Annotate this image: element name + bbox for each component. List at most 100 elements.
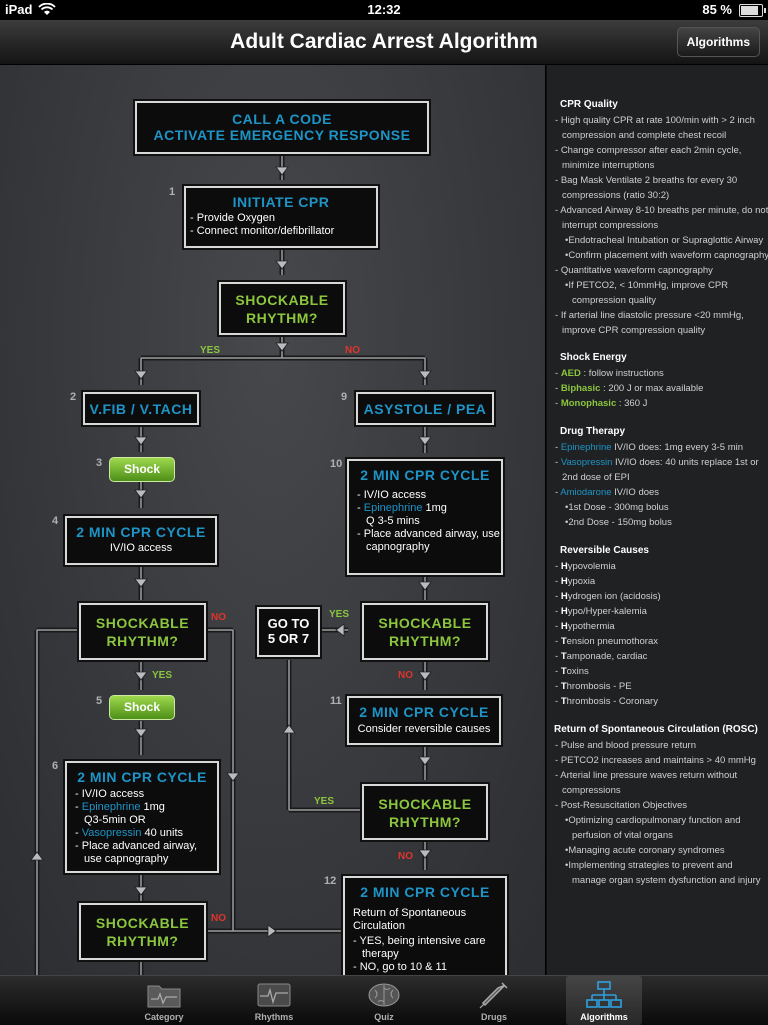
shockable-rhythm-box-5[interactable]: SHOCKABLE RHYTHM?: [79, 903, 206, 960]
reference-sidebar[interactable]: CPR Quality High quality CPR at rate 100…: [546, 65, 768, 975]
cpr-quality-subitem: Endotracheal Intubation or Supraglottic …: [553, 233, 768, 248]
cpr4-title: 2 MIN CPR CYCLE: [76, 524, 206, 540]
rosc-item: Post-Resuscitation Objectives: [553, 798, 768, 813]
cpr10-title: 2 MIN CPR CYCLE: [360, 467, 490, 483]
cause-text: hrombosis - PE: [566, 681, 632, 692]
tab-quiz-label: Quiz: [374, 1012, 394, 1022]
shock-button-5[interactable]: Shock: [109, 695, 175, 720]
cpr-cycle-box-10[interactable]: 2 MIN CPR CYCLE IV/IO access Epinephrine…: [347, 459, 503, 575]
cause-text: ypo/Hyper-kalemia: [567, 606, 647, 617]
tab-bar: Category Rhythms Quiz Drugs Algorithms: [0, 975, 768, 1025]
cpr10-epi-freq: Q 3-5 mins: [366, 515, 420, 527]
cpr12-item-yes: YES, being intensive care therapy: [353, 935, 505, 961]
aed-label: AED: [560, 368, 581, 379]
vasopressin-text: IV/IO does: 40 units replace 1st or 2nd …: [562, 457, 759, 483]
tab-quiz[interactable]: Quiz: [346, 976, 422, 1025]
asystole-pea-label: ASYSTOLE / PEA: [363, 401, 487, 417]
step-number-11: 11: [330, 695, 342, 707]
biphasic-text: : 200 J or max available: [600, 383, 704, 394]
device-name: iPad: [5, 2, 33, 17]
shock-button-3[interactable]: Shock: [109, 457, 175, 482]
shockable-line1: SHOCKABLE: [95, 915, 190, 931]
tab-algorithms-label: Algorithms: [580, 1012, 628, 1022]
step-number-5: 5: [96, 695, 103, 707]
amiodarone-dose: 2nd Dose - 150mg bolus: [553, 515, 768, 530]
call-code-box[interactable]: CALL A CODE ACTIVATE EMERGENCY RESPONSE: [135, 101, 429, 154]
drug-epinephrine: Epinephrine IV/IO does: 1mg every 3-5 mi…: [553, 440, 768, 455]
goto-line1: GO TO: [267, 616, 310, 631]
cpr-cycle-box-12[interactable]: 2 MIN CPR CYCLE Return of Spontaneous Ci…: [343, 876, 507, 975]
vfib-vtach-box[interactable]: V.FIB / V.TACH: [83, 392, 199, 425]
shockable-rhythm-box-2[interactable]: SHOCKABLE RHYTHM?: [79, 603, 206, 660]
shock-energy-title: Shock Energy: [560, 352, 627, 363]
reversible-cause: Hypo/Hyper-kalemia: [553, 604, 768, 619]
step-number-10: 10: [330, 458, 343, 470]
amiodarone-label: Amiodarone: [560, 487, 612, 498]
rosc-item: Pulse and blood pressure return: [553, 738, 768, 753]
tab-drugs[interactable]: Drugs: [456, 976, 532, 1025]
no-label-main: NO: [345, 345, 360, 356]
cpr-quality-item: Change compressor after each 2min cycle,…: [553, 143, 768, 173]
no-label-3: NO: [398, 670, 413, 681]
reversible-cause: Hypovolemia: [553, 559, 768, 574]
rosc-subitem: Managing acute coronary syndromes: [553, 843, 768, 858]
no-label-5: NO: [211, 913, 226, 924]
cpr10-item-airway: Place advanced airway, use capnography: [357, 528, 501, 554]
reversible-cause: Tension pneumothorax: [553, 634, 768, 649]
asystole-pea-box[interactable]: ASYSTOLE / PEA: [356, 392, 494, 425]
initiate-cpr-title: INITIATE CPR: [232, 194, 330, 210]
goto-line2: 5 OR 7: [267, 631, 310, 646]
cpr6-vaso: Vasopressin: [81, 827, 142, 839]
cpr-quality-subitem: If PETCO2, < 10mmHg, improve CPR compres…: [553, 278, 768, 308]
shockable-rhythm-box-3[interactable]: SHOCKABLE RHYTHM?: [362, 603, 488, 660]
tab-category-label: Category: [144, 1012, 184, 1022]
flowchart-icon: [586, 981, 622, 1008]
shockable-rhythm-box-4[interactable]: SHOCKABLE RHYTHM?: [362, 784, 488, 840]
tab-category[interactable]: Category: [126, 976, 202, 1025]
reversible-causes-title: Reversible Causes: [560, 545, 649, 556]
tab-rhythms-label: Rhythms: [254, 1012, 294, 1022]
reversible-cause: Thrombosis - Coronary: [553, 694, 768, 709]
cpr-cycle-box-6[interactable]: 2 MIN CPR CYCLE IV/IO access Epinephrine…: [65, 761, 219, 873]
yes-label-goto: YES: [329, 609, 350, 620]
amiodarone-text: IV/IO does: [611, 487, 660, 498]
cpr6-item-access: IV/IO access: [75, 788, 217, 801]
amiodarone-dose: 1st Dose - 300mg bolus: [553, 500, 768, 515]
cpr6-epi: Epinephrine: [81, 801, 141, 813]
cpr-quality-item: Quantitative waveform capnography: [553, 263, 768, 278]
brain-icon: [368, 983, 400, 1007]
cause-text: oxins: [566, 666, 589, 677]
shock-energy-monophasic: Monophasic : 360 J: [553, 396, 768, 411]
vfib-vtach-label: V.FIB / V.TACH: [89, 401, 193, 417]
reversible-causes-section: Reversible Causes Hypovolemia Hypoxia Hy…: [553, 545, 768, 709]
tab-algorithms[interactable]: Algorithms: [566, 976, 642, 1025]
call-code-line1: CALL A CODE: [232, 111, 332, 127]
cause-text: ydrogen ion (acidosis): [567, 591, 661, 602]
tab-rhythms[interactable]: Rhythms: [236, 976, 312, 1025]
algorithms-button[interactable]: Algorithms: [676, 27, 760, 57]
algorithm-flowchart[interactable]: CALL A CODE ACTIVATE EMERGENCY RESPONSE …: [0, 65, 545, 975]
step-number-6: 6: [52, 760, 59, 772]
cause-letter: T: [560, 651, 567, 662]
reversible-cause: Hypoxia: [553, 574, 768, 589]
cause-text: ypoxia: [567, 576, 596, 587]
cause-text: ension pneumothorax: [566, 636, 658, 647]
step-number-4: 4: [52, 515, 59, 527]
cpr-cycle-box-4[interactable]: 2 MIN CPR CYCLE IV/IO access: [65, 516, 217, 565]
cpr-cycle-box-11[interactable]: 2 MIN CPR CYCLE Consider reversible caus…: [347, 696, 501, 745]
goto-box[interactable]: GO TO 5 OR 7: [257, 607, 320, 657]
initiate-cpr-box[interactable]: INITIATE CPR Provide Oxygen Connect moni…: [184, 186, 378, 248]
reversible-cause: Toxins: [553, 664, 768, 679]
shockable-rhythm-box-main[interactable]: SHOCKABLE RHYTHM?: [219, 282, 345, 335]
monophasic-text: : 360 J: [616, 398, 648, 409]
rosc-item: Arterial line pressure waves return with…: [553, 768, 768, 798]
cpr11-title: 2 MIN CPR CYCLE: [359, 704, 489, 720]
status-bar: iPad 12:32 85 %: [0, 0, 768, 20]
cause-text: ypothermia: [567, 621, 615, 632]
cause-letter: T: [560, 696, 567, 707]
rosc-item: PETCO2 increases and maintains > 40 mmHg: [553, 753, 768, 768]
shockable-line2: RHYTHM?: [389, 633, 461, 649]
shockable-line2: RHYTHM?: [106, 933, 179, 949]
cpr6-epi-freq: Q3-5min OR: [84, 814, 146, 826]
